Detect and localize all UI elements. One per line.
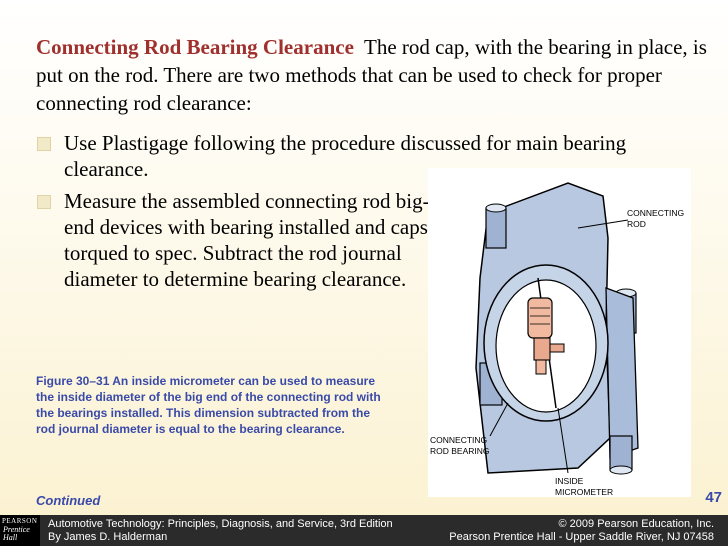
footer-copyright-line: © 2009 Pearson Education, Inc. — [558, 518, 714, 530]
connecting-rod-illustration: CONNECTING ROD CONNECTING ROD BEARING IN… — [430, 182, 684, 497]
bullet-item: Use Plastigage following the procedure d… — [36, 130, 704, 182]
micrometer-label: MICROMETER — [555, 487, 613, 497]
bullet-item: Measure the assembled connecting rod big… — [36, 188, 444, 292]
bullet-text: Use Plastigage following the procedure d… — [64, 131, 627, 181]
connecting-rod-label: ROD — [627, 219, 646, 229]
footer-publisher-line: Pearson Prentice Hall - Upper Saddle Riv… — [449, 531, 714, 543]
publisher-logo: PEARSON Prentice Hall — [0, 515, 40, 546]
inside-micrometer-shape — [527, 277, 565, 409]
footer-copyright: © 2009 Pearson Education, Inc. Pearson P… — [449, 518, 714, 544]
footer-book-info: Automotive Technology: Principles, Diagn… — [48, 518, 393, 544]
logo-bottom-text: Prentice Hall — [3, 525, 30, 542]
intro-text: The rod cap, with the bearing in place, … — [36, 35, 707, 115]
footer-bar: PEARSON Prentice Hall Automotive Technol… — [0, 515, 728, 546]
connecting-rod-figure: CONNECTING ROD CONNECTING ROD BEARING IN… — [428, 168, 691, 497]
bullet-square-icon — [37, 137, 51, 151]
bullet-square-icon — [37, 195, 51, 209]
bullet-list: Use Plastigage following the procedure d… — [36, 130, 704, 292]
slide-title: Connecting Rod Bearing Clearance — [36, 35, 354, 59]
rod-bearing-label: ROD BEARING — [430, 446, 490, 456]
continued-label: Continued — [36, 493, 101, 508]
bullet-text: Measure the assembled connecting rod big… — [64, 189, 430, 291]
slide-heading: Connecting Rod Bearing Clearance The rod… — [36, 33, 716, 117]
footer-book-title: Automotive Technology: Principles, Diagn… — [48, 518, 393, 530]
connecting-rod-label: CONNECTING — [627, 208, 684, 218]
page-number: 47 — [705, 489, 722, 506]
footer-author: By James D. Halderman — [48, 531, 168, 543]
figure-caption: Figure 30–31 An inside micrometer can be… — [36, 374, 381, 436]
logo-top-text: PEARSON — [2, 517, 38, 525]
rod-bearing-label: CONNECTING — [430, 435, 487, 445]
micrometer-label: INSIDE — [555, 476, 584, 486]
